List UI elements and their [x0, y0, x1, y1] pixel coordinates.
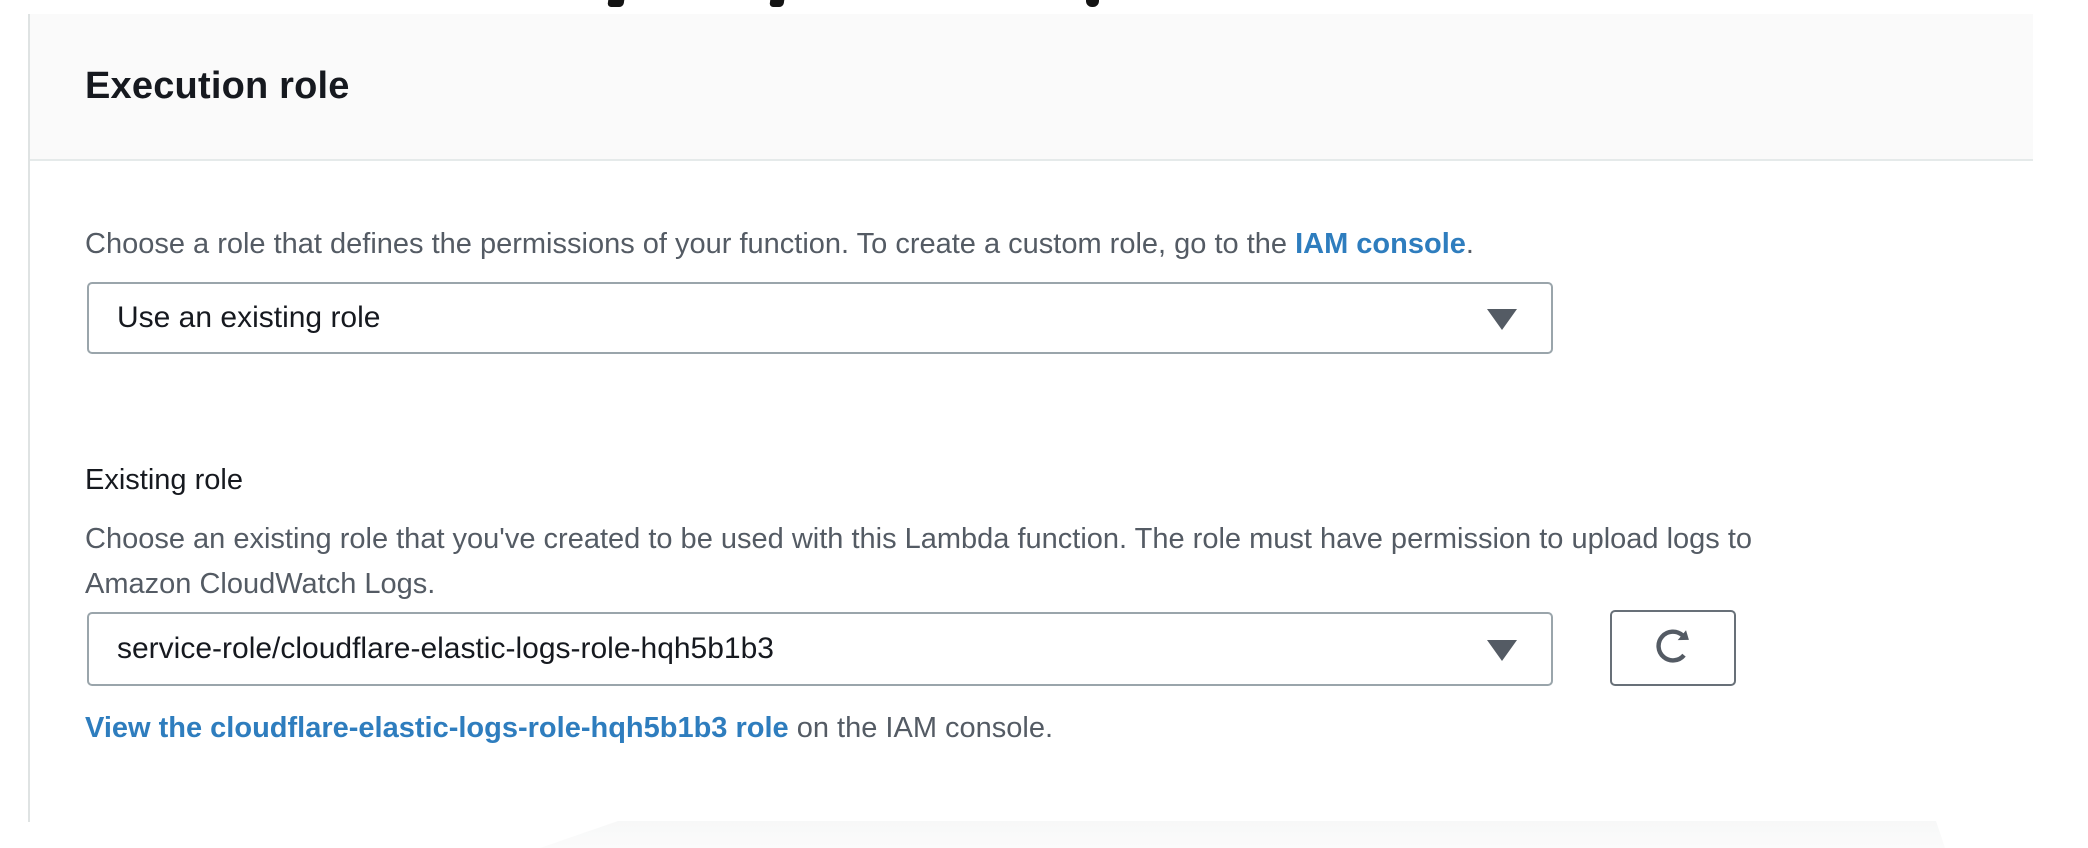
view-role-line-end: on the IAM console.	[788, 712, 1054, 744]
refresh-icon	[1650, 623, 1696, 674]
panel-left-border	[28, 14, 30, 822]
refresh-roles-button[interactable]	[1610, 610, 1736, 686]
execution-role-section-header: Execution role	[30, 14, 2033, 159]
existing-role-description-line1: Choose an existing role that you've crea…	[85, 523, 1753, 555]
existing-role-select[interactable]: service-role/cloudflare-elastic-logs-rol…	[87, 612, 1553, 686]
section-divider	[30, 159, 2033, 161]
role-help-text-start: Choose a role that defines the permissio…	[85, 228, 1296, 260]
existing-role-description-line2: Amazon CloudWatch Logs.	[85, 568, 436, 600]
existing-role-description: Choose an existing role that you've crea…	[85, 517, 1752, 607]
role-help-text-end: .	[1465, 228, 1474, 260]
clipped-text-fragment	[1086, 0, 1099, 7]
view-role-line: View the cloudflare-elastic-logs-role-hq…	[85, 710, 1053, 746]
section-title: Execution role	[85, 65, 350, 107]
iam-console-link[interactable]: IAM console	[1295, 228, 1466, 260]
sticky-footer-shadow	[540, 821, 1945, 848]
existing-role-label: Existing role	[85, 464, 243, 496]
clipped-text-fragment	[769, 0, 785, 7]
clipped-text-fragment	[607, 0, 625, 7]
chevron-down-icon	[1487, 309, 1517, 330]
chevron-down-icon	[1487, 640, 1517, 661]
view-role-link[interactable]: View the cloudflare-elastic-logs-role-hq…	[85, 712, 789, 744]
existing-role-select-value: service-role/cloudflare-elastic-logs-rol…	[117, 632, 774, 665]
role-source-select-value: Use an existing role	[117, 301, 381, 334]
role-help-text: Choose a role that defines the permissio…	[85, 226, 1474, 262]
role-source-select[interactable]: Use an existing role	[87, 282, 1553, 354]
